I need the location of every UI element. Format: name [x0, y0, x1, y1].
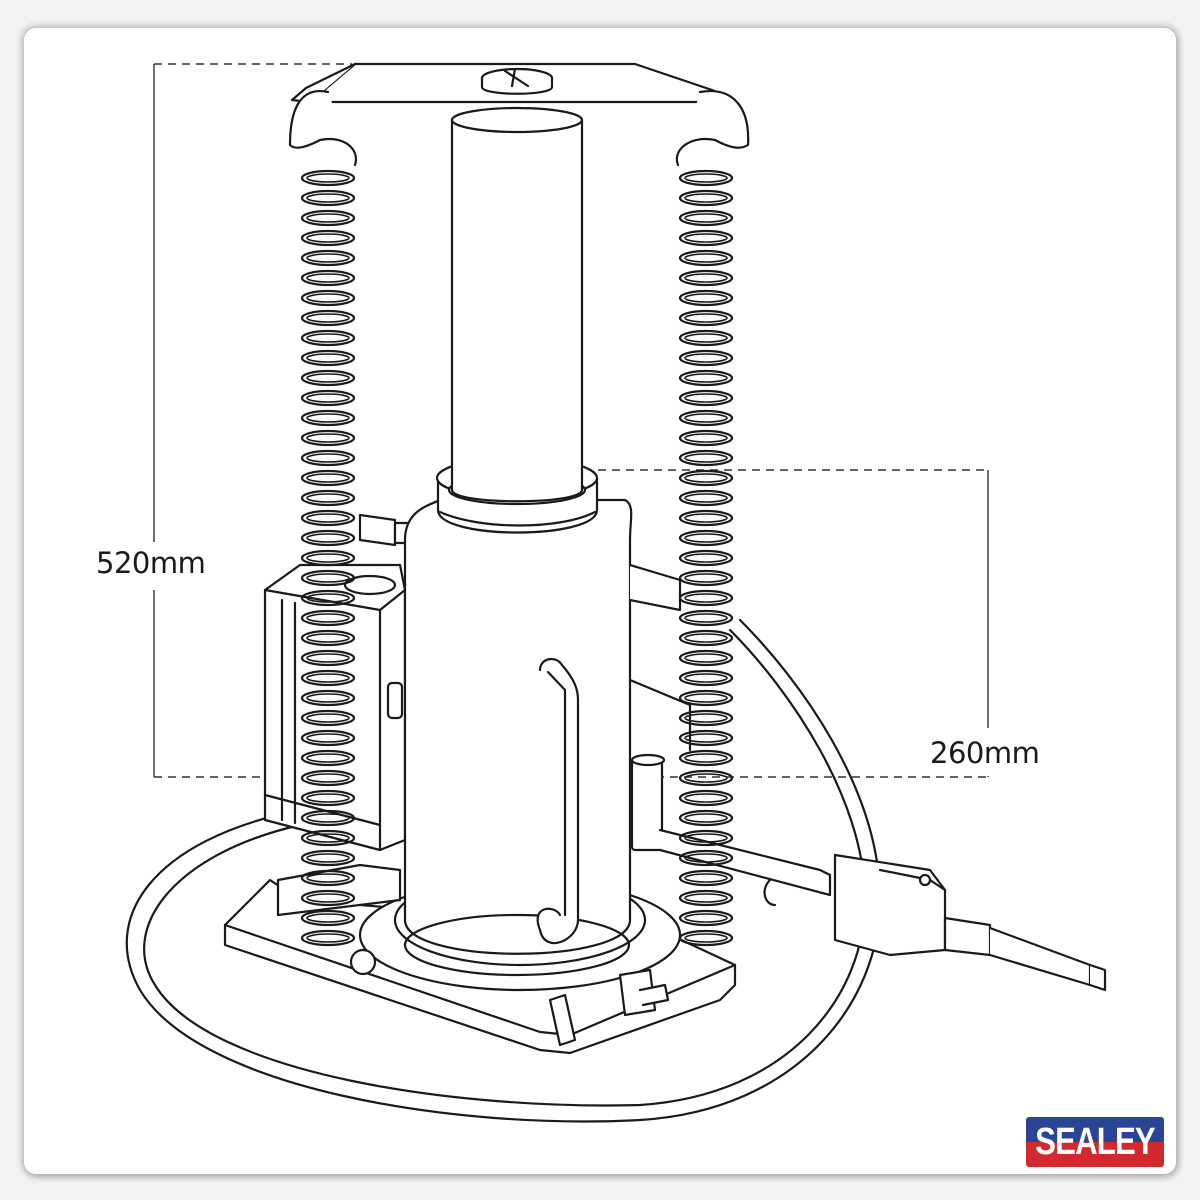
logo-text: SEALEY — [1035, 1121, 1156, 1163]
ram — [450, 106, 584, 503]
max-height-label: 520mm — [94, 546, 208, 580]
air-pump-cylinder — [263, 513, 412, 917]
min-height-label: 260mm — [928, 736, 1042, 770]
air-hose-loop — [125, 618, 882, 1123]
saddle-plate — [288, 62, 750, 167]
base-controls — [349, 948, 670, 1047]
jack-body — [403, 456, 633, 977]
right-return-spring — [678, 169, 734, 947]
sealey-logo: SEALEY — [1026, 1117, 1164, 1167]
